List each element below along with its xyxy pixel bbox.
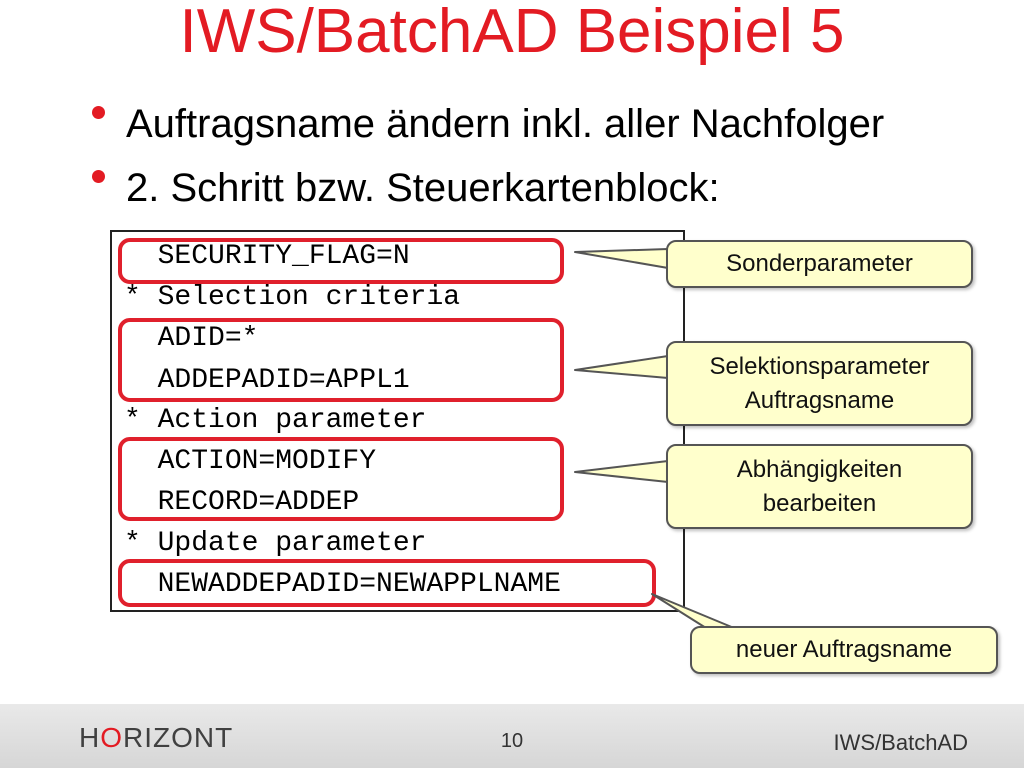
bullet-item: Auftragsname ändern inkl. aller Nachfolg… [92,92,884,156]
callout-text: bearbeiten [762,489,877,517]
logo-letter: H [79,722,101,753]
callout-selection-params: Selektionsparameter Auftragsname [666,341,973,426]
bullet-text: Auftragsname ändern inkl. aller Nachfolg… [126,102,885,146]
highlight-update-params [118,559,656,607]
footer-product-name: IWS/BatchAD [833,730,968,755]
code-line: ACTION=MODIFY [124,446,377,477]
bullet-item: 2. Schritt bzw. Steuerkartenblock: [92,156,884,220]
horizont-logo: HORIZONT [79,722,233,754]
control-card-block: SECURITY_FLAG=N * Selection criteria ADI… [110,230,685,612]
callout-dependencies: Abhängigkeiten bearbeiten [666,444,973,529]
footer-bar: HORIZONT 10 IWS/BatchAD [0,704,1024,768]
callout-new-job-name: neuer Auftragsname [690,626,998,674]
highlight-action-params [118,437,564,521]
code-line: SECURITY_FLAG=N [124,241,410,272]
page-number: 10 [500,730,524,752]
code-line: * Update parameter [124,528,427,559]
code-line: ADDEPADID=APPL1 [124,365,410,396]
bullet-list: Auftragsname ändern inkl. aller Nachfolg… [92,92,884,220]
code-line: RECORD=ADDEP [124,487,360,518]
code-line: ADID=* [124,323,259,354]
slide-title: IWS/BatchAD Beispiel 5 [179,0,845,66]
logo-letters: RIZONT [123,722,234,753]
callout-text: Selektionsparameter [709,352,930,380]
callout-text: Sonderparameter [726,250,913,277]
code-line: * Selection criteria [124,282,461,313]
callout-special-params: Sonderparameter [666,240,973,288]
bullet-text: 2. Schritt bzw. Steuerkartenblock: [126,166,720,210]
bullet-dot-icon [92,170,105,183]
callout-text: neuer Auftragsname [735,636,953,663]
highlight-special-params [118,238,564,284]
callout-text: Auftragsname [744,386,895,414]
highlight-selection-params [118,318,564,402]
logo-letter-accent: O [100,722,124,753]
callout-text: Abhängigkeiten [736,455,903,483]
bullet-dot-icon [92,106,105,119]
code-line: * Action parameter [124,405,427,436]
code-line: NEWADDEPADID=NEWAPPLNAME [124,569,561,600]
